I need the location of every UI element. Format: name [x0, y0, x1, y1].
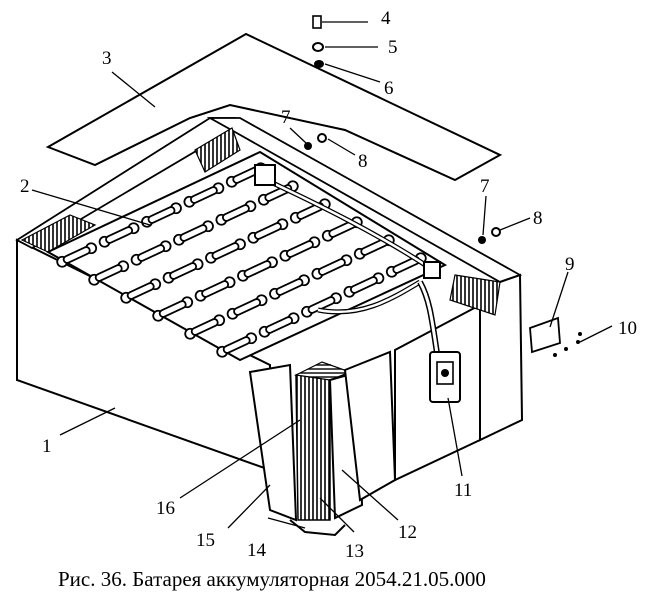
cell-strap: [173, 220, 214, 246]
cell-strap: [162, 258, 204, 284]
power-cable: [254, 164, 441, 361]
cell-strap: [141, 202, 182, 228]
cell-strap: [258, 312, 300, 338]
cell-strap: [194, 276, 236, 302]
lid-plate: [45, 32, 503, 182]
cell-strap: [216, 332, 258, 358]
cell-connectors: [56, 162, 427, 358]
cell-strap: [56, 242, 98, 268]
cell-strap: [184, 314, 226, 340]
cell-strap: [88, 260, 130, 286]
cell-strap: [215, 200, 257, 226]
callout-8a: 8: [358, 151, 368, 172]
hardware: [304, 15, 501, 244]
callout-10: 10: [618, 318, 637, 339]
label-plate: [529, 316, 561, 354]
cell-strap: [247, 218, 289, 244]
cell-strap: [269, 274, 310, 300]
cell-strap: [311, 254, 353, 280]
callout-3: 3: [102, 48, 112, 69]
callout-7a: 7: [281, 107, 291, 128]
cell-strap: [279, 236, 321, 262]
cell-deck: [45, 150, 448, 362]
callout-16: 16: [156, 498, 175, 519]
callout-4: 4: [381, 8, 391, 29]
battery-case: [15, 117, 524, 482]
callout-5: 5: [388, 37, 398, 58]
leader-lines: [31, 21, 613, 533]
screws: [553, 332, 582, 357]
callout-13: 13: [345, 541, 364, 562]
cell-strap: [120, 278, 162, 304]
cell-strap: [301, 292, 342, 318]
callout-11: 11: [454, 480, 472, 501]
cell-strap: [343, 272, 385, 298]
cell-strap: [183, 182, 225, 208]
callout-2: 2: [20, 176, 30, 197]
cell-strap: [98, 222, 140, 248]
callout-labels: 4 5 6 3 2 7 8 7 8 9 10 1 11 12 13 14 15 …: [20, 8, 637, 562]
cell-strap: [237, 256, 278, 282]
cell-strap: [226, 294, 268, 320]
cell-strap: [152, 296, 194, 322]
figure-caption: Рис. 36. Батарея аккумуляторная 2054.21.…: [58, 567, 486, 591]
callout-9: 9: [565, 254, 575, 275]
callout-7b: 7: [480, 176, 490, 197]
corner-plate-stacks: [20, 127, 501, 316]
callout-15: 15: [196, 530, 215, 551]
callout-6: 6: [384, 78, 394, 99]
callout-14: 14: [247, 540, 267, 561]
callout-12: 12: [398, 522, 417, 543]
cell-strap: [130, 240, 172, 266]
plug-connector: [429, 351, 461, 403]
cutaway-section: [248, 350, 397, 537]
callout-8b: 8: [533, 208, 543, 229]
callout-1: 1: [42, 436, 52, 457]
cell-strap: [205, 238, 246, 264]
